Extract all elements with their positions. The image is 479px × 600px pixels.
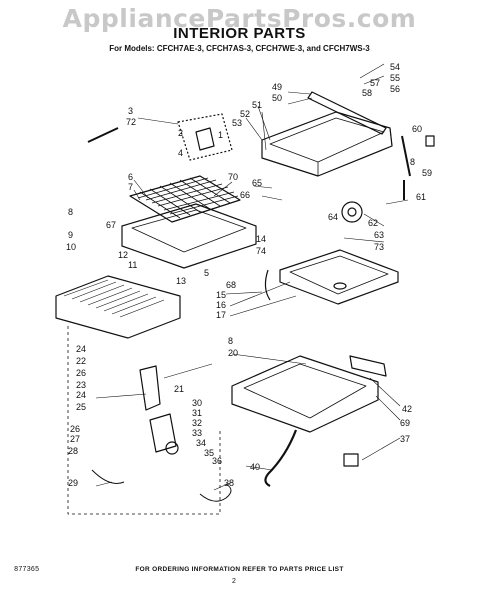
callout: 8 — [228, 336, 233, 346]
callout: 50 — [272, 93, 282, 103]
callout: 16 — [216, 300, 226, 310]
callout: 29 — [68, 478, 78, 488]
callout: 14 — [256, 234, 266, 244]
callout: 34 — [196, 438, 206, 448]
callout: 69 — [400, 418, 410, 428]
callout: 22 — [76, 356, 86, 366]
callout: 67 — [106, 220, 116, 230]
callout: 56 — [390, 84, 400, 94]
callout: 24 — [76, 344, 86, 354]
callout: 4 — [178, 148, 183, 158]
page-number: 2 — [232, 578, 236, 585]
callout: 11 — [128, 260, 137, 270]
callout: 6 — [128, 172, 133, 182]
callout: 8 — [68, 207, 73, 217]
callout: 42 — [402, 404, 412, 414]
callout: 74 — [256, 246, 266, 256]
callout: 31 — [192, 408, 202, 418]
callout: 30 — [192, 398, 202, 408]
shelf-frame — [121, 203, 257, 269]
callout: 54 — [390, 62, 400, 72]
callout: 15 — [216, 290, 226, 300]
callout: 25 — [76, 402, 86, 412]
callout: 57 — [370, 78, 380, 88]
figure-code: 877365 — [14, 566, 40, 574]
callout: 20 — [228, 348, 238, 358]
callout: 70 — [228, 172, 238, 182]
callout: 1 — [218, 130, 223, 140]
callout: 63 — [374, 230, 384, 240]
callout: 68 — [226, 280, 236, 290]
callout: 26 — [76, 368, 86, 378]
callout: 17 — [216, 310, 226, 320]
callout: 9 — [68, 230, 73, 240]
callout: 2 — [178, 128, 183, 138]
control-bracket — [139, 365, 161, 411]
callout: 5 — [204, 268, 209, 278]
drain-hose — [264, 429, 298, 487]
callout: 3 — [128, 106, 133, 116]
callout: 24 — [76, 390, 86, 400]
callout: 55 — [390, 73, 400, 83]
motor-part — [341, 201, 363, 223]
callout: 59 — [422, 168, 432, 178]
callout: 27 — [70, 434, 80, 444]
callout: 60 — [412, 124, 422, 134]
callout: 12 — [118, 250, 128, 260]
callout: 33 — [192, 428, 202, 438]
callout: 51 — [252, 100, 262, 110]
callout: 23 — [76, 380, 86, 390]
callout: 62 — [368, 218, 378, 228]
callout: 38 — [224, 478, 234, 488]
callout: 65 — [252, 178, 262, 188]
callout: 8 — [410, 157, 415, 167]
mounting-bracket — [349, 355, 387, 377]
callout: 52 — [240, 109, 250, 119]
callout: 72 — [126, 117, 136, 127]
models-line: For Models: CFCH7AE-3, CFCH7AS-3, CFCH7W… — [109, 44, 370, 53]
callout: 64 — [328, 212, 338, 222]
callout: 37 — [400, 434, 410, 444]
callout-labels: 54 55 56 49 50 57 58 51 52 3 72 53 2 1 4… — [66, 62, 432, 488]
callout: 61 — [416, 192, 426, 202]
page-title: INTERIOR PARTS — [173, 25, 306, 42]
callout: 7 — [128, 182, 133, 192]
top-rail — [307, 91, 387, 135]
drip-tray — [279, 249, 399, 305]
callout: 32 — [192, 418, 202, 428]
callout: 53 — [232, 118, 242, 128]
callout: 66 — [240, 190, 250, 200]
callout: 13 — [176, 276, 186, 286]
lower-pan — [231, 355, 379, 433]
callout: 49 — [272, 82, 282, 92]
callout: 73 — [374, 242, 384, 252]
callout: 21 — [174, 384, 184, 394]
ordering-note: FOR ORDERING INFORMATION REFER TO PARTS … — [135, 566, 344, 573]
callout: 35 — [204, 448, 214, 458]
callout: 10 — [66, 242, 76, 252]
glass-shelf — [55, 275, 181, 339]
bracket-part — [177, 113, 233, 161]
callout: 58 — [362, 88, 372, 98]
wire-shelf — [129, 175, 241, 223]
callout: 26 — [70, 424, 80, 434]
callout: 36 — [212, 456, 222, 466]
valve-part — [343, 453, 359, 467]
watermark: AppliancePartsPros.com — [62, 4, 417, 33]
callout: 28 — [68, 446, 78, 456]
callout: 40 — [250, 462, 260, 472]
